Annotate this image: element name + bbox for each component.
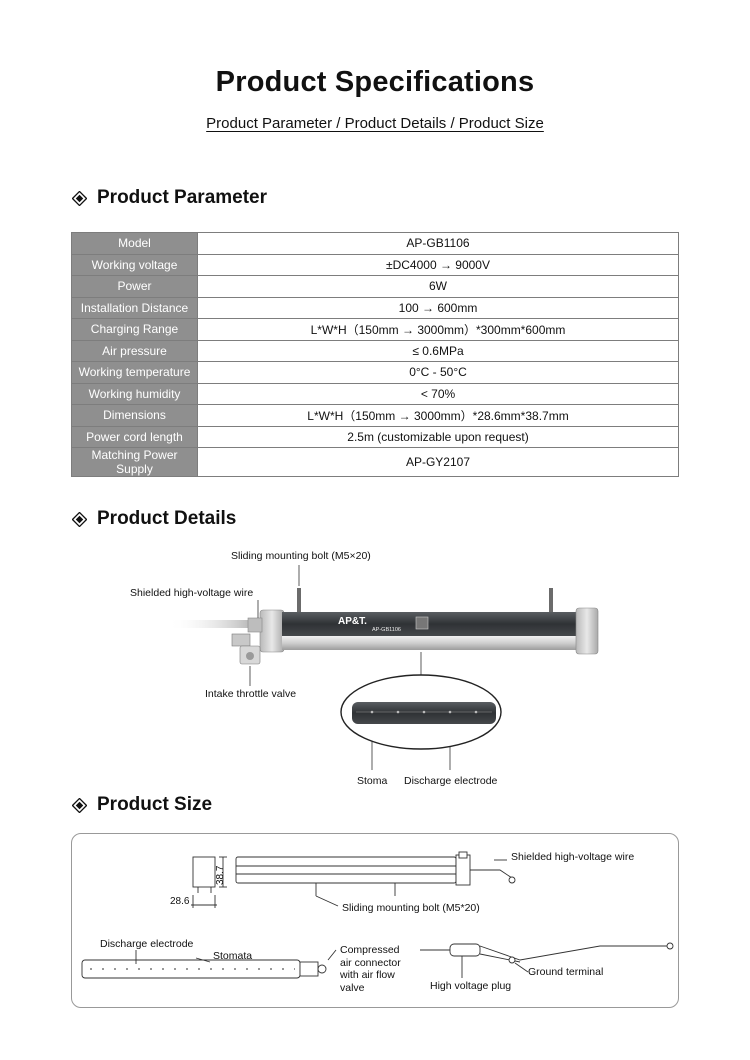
- param-key: Air pressure: [71, 339, 198, 362]
- section-title-size: Product Size: [97, 794, 213, 815]
- mounting-bolt: [297, 588, 553, 612]
- air-label-line: valve: [340, 981, 365, 994]
- air-label-line: with air flow: [340, 969, 395, 981]
- param-value: AP-GB1106: [197, 232, 679, 255]
- param-key: Power: [71, 275, 198, 298]
- bar-model-text: AP-GB1106: [372, 627, 401, 633]
- wire-label: Shielded high-voltage wire: [130, 587, 254, 599]
- param-value: L*W*H（150mm → 3000mm）*28.6mm*38.7mm: [197, 404, 679, 427]
- size-drawing: [81, 851, 674, 979]
- param-key: Working humidity: [71, 382, 198, 405]
- size-bolt-label: Sliding mounting bolt (M5*20): [342, 902, 480, 914]
- plug-label: High voltage plug: [430, 980, 512, 992]
- ionizing-bar: [282, 612, 578, 650]
- stoma-label: Stoma: [357, 775, 388, 787]
- air-label-line: Compressed: [340, 944, 400, 956]
- param-value: ≤ 0.6MPa: [197, 339, 679, 362]
- page-title: Product Specifications: [215, 66, 535, 98]
- end-cap-left: [247, 609, 285, 653]
- high-voltage-wire: [168, 620, 248, 628]
- width-dimension: 28.6: [170, 896, 190, 907]
- param-key: Installation Distance: [71, 296, 198, 319]
- bolt-label: Sliding mounting bolt (M5×20): [231, 550, 371, 562]
- param-key: Power cord length: [71, 425, 198, 448]
- param-key: Working temperature: [71, 361, 198, 384]
- air-label-line: air connector: [340, 956, 401, 969]
- table-row: Air pressure≤ 0.6MPa: [71, 339, 679, 362]
- param-key: Charging Range: [71, 318, 198, 341]
- section-title-parameter: Product Parameter: [97, 187, 268, 208]
- param-key: Dimensions: [71, 404, 198, 427]
- stomata-label: Stomata: [213, 950, 253, 962]
- page-subtitle: Product Parameter / Product Details / Pr…: [0, 115, 750, 132]
- valve-label: Intake throttle valve: [205, 688, 297, 700]
- param-value: 2.5m (customizable upon request): [197, 425, 679, 448]
- diamond-icon: [72, 511, 87, 527]
- air-connector-label: Compressed air connector with air flow v…: [340, 944, 401, 994]
- param-value: ±DC4000 → 9000V: [197, 253, 679, 276]
- subtitle-text: Product Parameter / Product Details / Pr…: [206, 115, 544, 132]
- section-heading-parameter: Product Parameter: [72, 187, 267, 209]
- section-heading-size: Product Size: [72, 794, 212, 816]
- ground-label: Ground terminal: [528, 966, 604, 978]
- height-dimension: 38.7: [215, 865, 226, 885]
- section-title-details: Product Details: [97, 508, 237, 529]
- diamond-icon: [72, 797, 87, 813]
- table-row: Working voltage±DC4000 → 9000V: [71, 253, 679, 276]
- param-key: Model: [71, 232, 198, 255]
- param-key: Working voltage: [71, 253, 198, 276]
- size-electrode-label: Discharge electrode: [100, 938, 194, 950]
- end-cap-right: [575, 607, 599, 655]
- electrode-zoom: [340, 674, 502, 750]
- size-wire-label: Shielded high-voltage wire: [511, 851, 635, 863]
- brand-logo: AP&T.: [338, 616, 367, 627]
- param-value: AP-GY2107: [197, 447, 679, 477]
- param-value: 100 → 600mm: [197, 296, 679, 319]
- electrode-label: Discharge electrode: [404, 775, 498, 787]
- diamond-icon: [72, 190, 87, 206]
- section-heading-details: Product Details: [72, 508, 236, 530]
- size-panel: [71, 833, 679, 1008]
- intake-valve: [231, 633, 261, 665]
